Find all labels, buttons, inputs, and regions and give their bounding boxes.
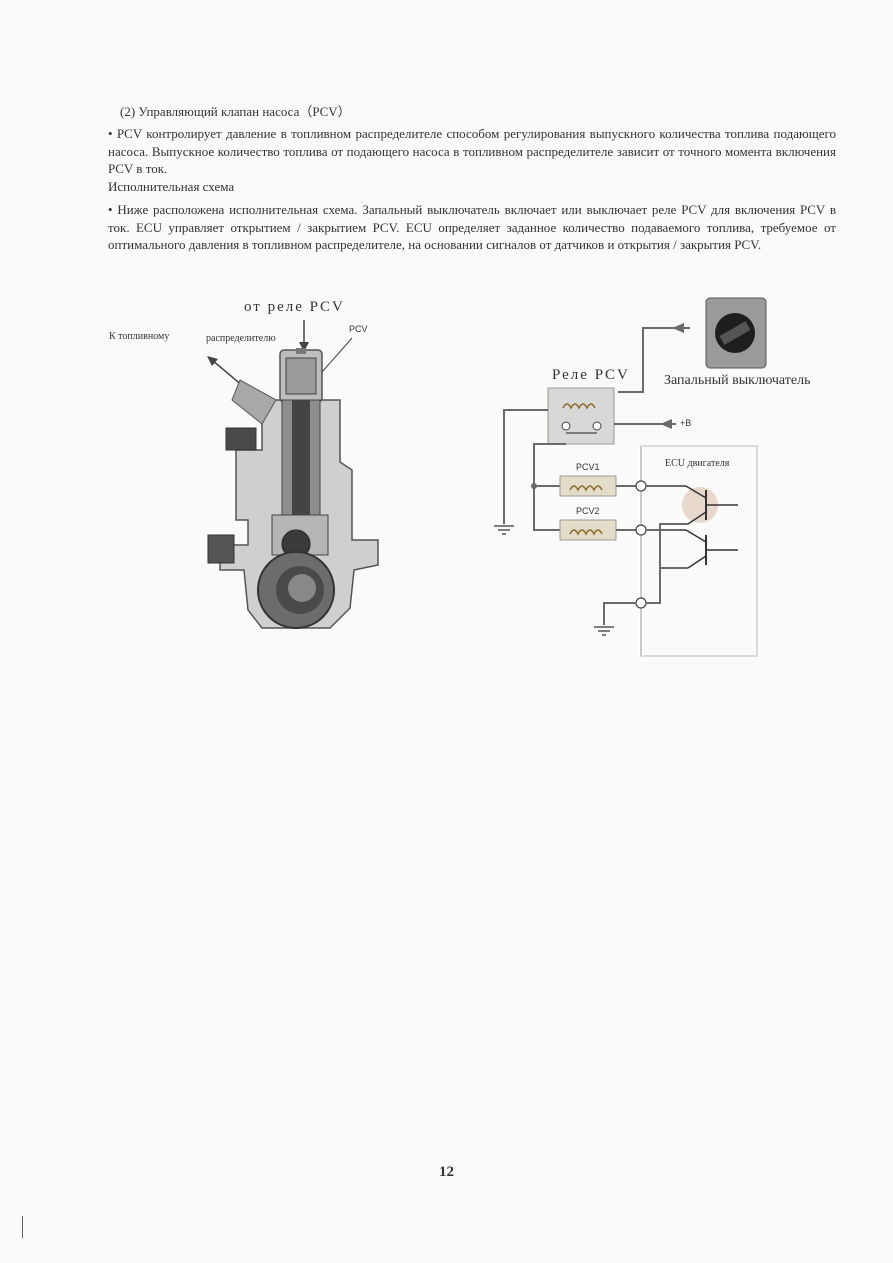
subheading-circuit: Исполнительная схема	[108, 179, 235, 194]
label-to-rail-2: распределителю	[206, 333, 276, 344]
label-engine-ecu: ECU двигателя	[665, 458, 730, 469]
section-heading: (2) Управляющий клапан насоса（PCV）	[120, 104, 351, 119]
label-pcv1: PCV1	[576, 462, 600, 472]
label-plus-b: +B	[680, 418, 692, 428]
label-pcv2: PCV2	[576, 506, 600, 516]
label-ignition-switch: Запальный выключатель	[664, 373, 811, 388]
label-to-rail-1: К топливному	[109, 331, 170, 342]
scan-margin-mark	[22, 1216, 23, 1238]
label-pcv: PCV	[349, 324, 368, 334]
page-number: 12	[439, 1164, 454, 1180]
paragraph-circuit-description: • Ниже расположена исполнительная схема.…	[108, 202, 836, 252]
paragraph-pcv-description: • PCV контролирует давление в топливном …	[108, 126, 836, 176]
label-from-pcv-relay: от реле PCV	[244, 299, 345, 315]
label-pcv-relay: Реле PCV	[552, 367, 630, 383]
